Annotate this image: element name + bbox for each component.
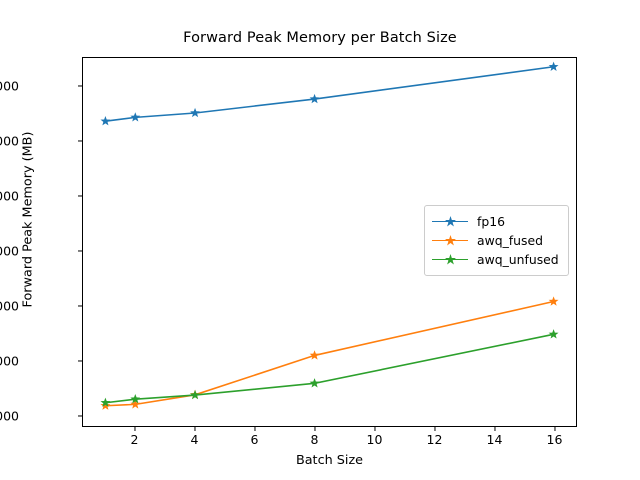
- y-tick-label: 8000: [0, 353, 19, 369]
- data-point-marker: [100, 397, 111, 407]
- data-point-marker: [190, 389, 200, 400]
- data-point-marker: [548, 61, 559, 71]
- data-point-marker: [130, 394, 141, 404]
- y-tick-mark: [78, 415, 82, 417]
- data-point-marker: [190, 107, 200, 118]
- legend-item-1[interactable]: awq_fused: [432, 231, 559, 250]
- x-tick-mark: [133, 427, 136, 431]
- legend-swatch-0: [432, 215, 468, 229]
- y-tick-mark: [78, 85, 82, 87]
- star-icon: [445, 253, 456, 264]
- y-tick-mark: [78, 360, 82, 362]
- x-tick-mark: [253, 427, 256, 431]
- legend: fp16 awq_fused awq_unfused: [424, 205, 569, 276]
- data-point-marker: [309, 350, 320, 360]
- x-axis-label: Batch Size: [295, 453, 364, 468]
- x-tick-mark: [373, 427, 376, 431]
- y-tick-label: 16000: [0, 133, 19, 149]
- data-point-marker: [309, 93, 320, 104]
- x-tick-label: 10: [366, 432, 383, 447]
- data-point-marker: [548, 329, 559, 339]
- legend-swatch-1: [432, 234, 468, 248]
- chart-title: Forward Peak Memory per Batch Size: [183, 30, 457, 46]
- legend-label-2: awq_unfused: [477, 251, 559, 267]
- series-line-awq_unfused: [105, 333, 554, 404]
- x-tick-label: 8: [310, 432, 319, 447]
- series-line-fp16: [105, 65, 554, 122]
- y-tick-label: 14000: [0, 188, 19, 204]
- star-icon: [445, 234, 456, 245]
- legend-item-0[interactable]: fp16: [432, 212, 559, 231]
- y-tick-mark: [78, 305, 82, 307]
- y-tick-mark: [78, 140, 82, 142]
- y-tick-label: 6000: [0, 408, 19, 424]
- x-tick-label: 16: [546, 432, 563, 447]
- data-point-marker: [309, 378, 320, 388]
- series-canvas: [100, 61, 559, 410]
- x-tick-label: 4: [190, 432, 199, 447]
- series-line-awq_fused: [105, 300, 554, 407]
- y-tick-mark: [78, 250, 82, 252]
- data-point-marker: [130, 399, 141, 409]
- data-point-marker: [548, 296, 559, 306]
- legend-item-2[interactable]: awq_unfused: [432, 250, 559, 269]
- x-tick-mark: [433, 427, 436, 431]
- legend-label-1: awq_fused: [477, 232, 543, 248]
- y-tick-label: 10000: [0, 298, 19, 314]
- y-tick-label: 18000: [0, 78, 19, 94]
- x-tick-label: 14: [486, 432, 503, 447]
- x-tick-mark: [553, 427, 556, 431]
- x-tick-mark: [193, 427, 196, 431]
- y-tick-label: 12000: [0, 243, 19, 259]
- data-point-marker: [130, 112, 141, 122]
- x-tick-mark: [313, 427, 316, 431]
- x-tick-label: 12: [426, 432, 443, 447]
- x-tick-label: 2: [130, 432, 139, 447]
- x-tick-mark: [493, 427, 496, 431]
- data-point-marker: [100, 116, 111, 126]
- y-tick-mark: [78, 195, 82, 197]
- legend-swatch-2: [432, 253, 468, 267]
- star-icon: [445, 215, 456, 226]
- data-point-marker: [100, 400, 111, 410]
- y-axis-tick-group: 6000 8000 10000 12000 14000 16000 18000: [0, 0, 82, 480]
- x-tick-label: 6: [250, 432, 259, 447]
- legend-label-0: fp16: [477, 213, 505, 229]
